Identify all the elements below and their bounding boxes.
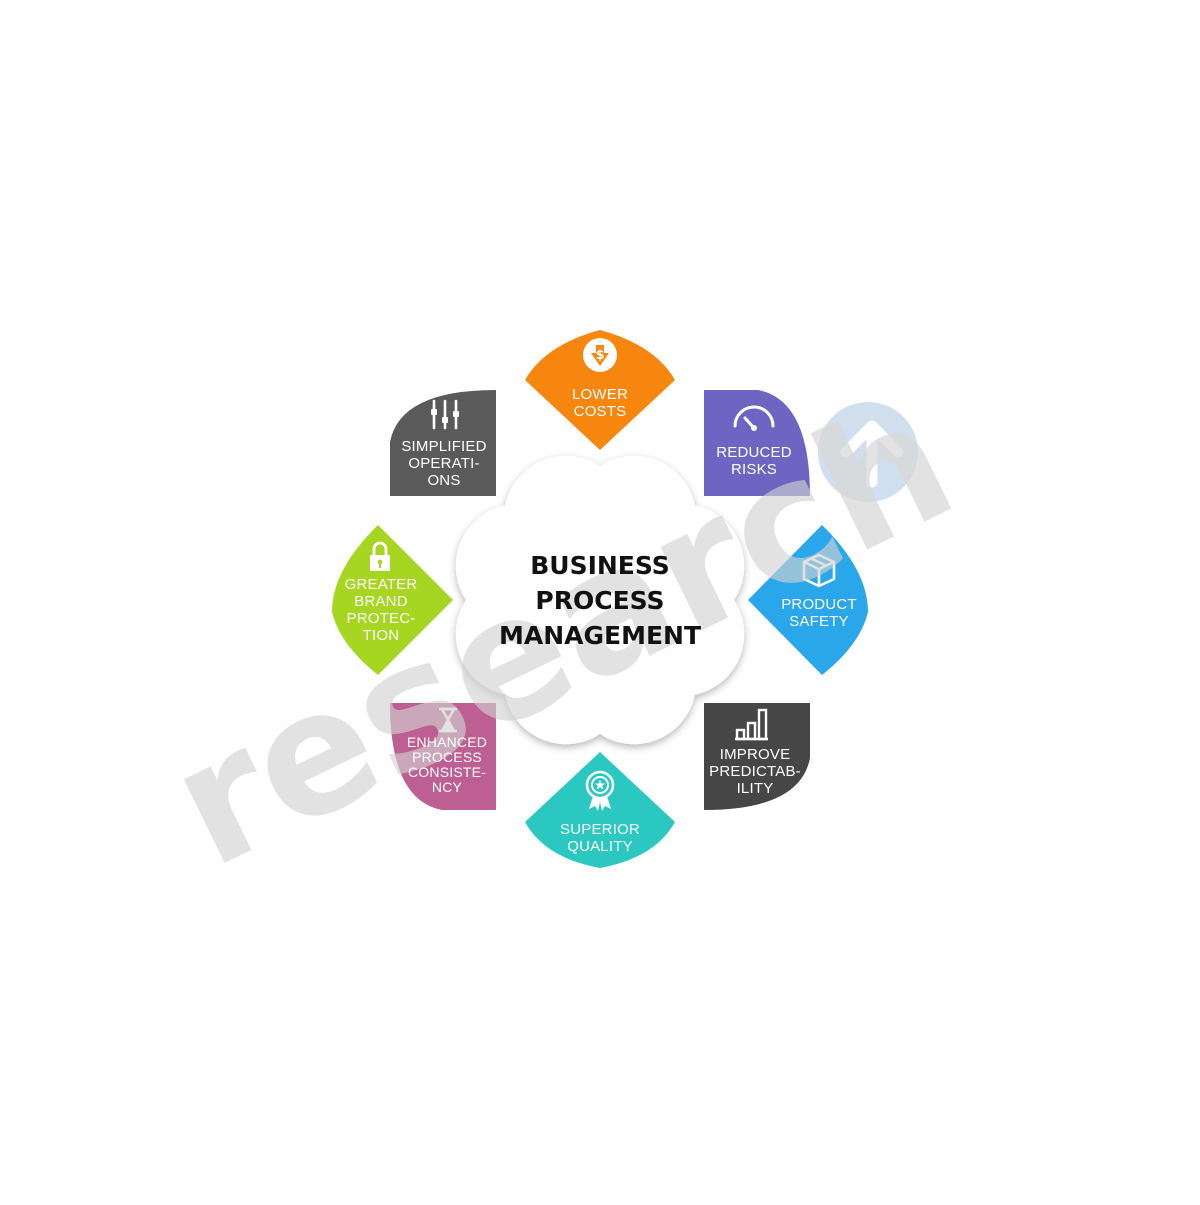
petal-product-safety-shape bbox=[748, 525, 868, 675]
label-simplified-operations: SIMPLIFIED OPERATI- ONS bbox=[401, 438, 487, 489]
label-superior-quality: SUPERIOR QUALITY bbox=[560, 821, 640, 855]
watermark-logo-icon bbox=[818, 402, 918, 502]
petal-lower-costs-shape bbox=[525, 330, 675, 450]
lock-icon bbox=[370, 541, 390, 571]
petal-greater-brand-protection-shape bbox=[332, 525, 453, 675]
petal-lower-costs: $ bbox=[525, 330, 675, 450]
label-enhanced-process-consistency: ENHANCED PROCESS CONSISTE- NCY bbox=[406, 734, 488, 795]
center-title: BUSINESS PROCESS MANAGEMENT bbox=[498, 551, 702, 650]
sliders-icon bbox=[431, 399, 459, 430]
petal-improve-predictability bbox=[704, 703, 810, 810]
label-greater-brand-protection: GREATER BRAND PROTEC- TION bbox=[344, 576, 418, 644]
svg-text:$: $ bbox=[595, 348, 604, 363]
petal-simplified-operations bbox=[390, 390, 496, 496]
petal-enhanced-process-consistency bbox=[390, 703, 496, 810]
petal-greater-brand-protection bbox=[332, 525, 453, 675]
award-badge-icon bbox=[585, 770, 615, 811]
petal-improve-predictability-shape bbox=[704, 703, 810, 810]
hourglass-icon bbox=[439, 707, 457, 733]
gauge-icon bbox=[733, 405, 775, 431]
petal-reduced-risks bbox=[704, 390, 810, 496]
petal-superior-quality-shape bbox=[525, 752, 675, 868]
label-improve-predictability: IMPROVE PREDICTAB- ILITY bbox=[709, 746, 801, 797]
petal-simplified-operations-shape bbox=[390, 390, 496, 496]
petal-enhanced-process-consistency-shape bbox=[390, 703, 496, 810]
bar-chart-icon bbox=[735, 708, 768, 741]
petal-superior-quality bbox=[525, 752, 675, 868]
label-product-safety: PRODUCT SAFETY bbox=[781, 596, 857, 630]
label-lower-costs: LOWER COSTS bbox=[571, 386, 628, 420]
center-cloud bbox=[455, 455, 745, 745]
dollar-down-icon: $ bbox=[583, 338, 617, 372]
petal-reduced-risks-shape bbox=[704, 390, 810, 496]
label-reduced-risks: REDUCED RISKS bbox=[716, 444, 792, 478]
box-icon bbox=[802, 553, 836, 588]
petal-product-safety bbox=[748, 525, 868, 675]
